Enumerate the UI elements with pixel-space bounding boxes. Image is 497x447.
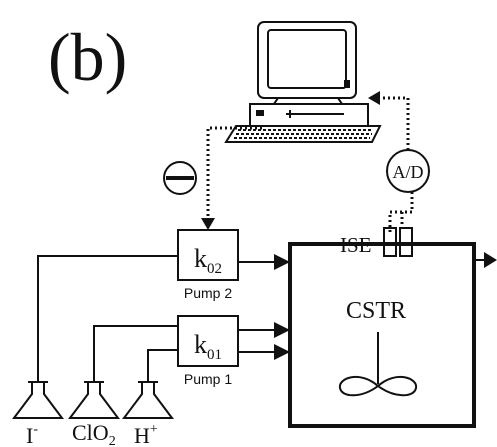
pump-1-rate-subscript: 01 [207, 347, 222, 363]
pump-2-label: Pump 2 [184, 285, 232, 301]
reservoir-iodide-charge: - [33, 422, 38, 437]
pump-1-rate: k [194, 330, 207, 359]
pump-2: k02 Pump 2 [177, 229, 239, 301]
computer-icon [224, 21, 382, 143]
flask-chlorine-dioxide-icon [68, 381, 120, 419]
ise-electrode [383, 227, 413, 257]
svg-text:k02: k02 [194, 244, 222, 277]
reservoir-acid-label: H [134, 423, 150, 447]
flask-iodide-icon [12, 381, 64, 419]
svg-text:k01: k01 [194, 330, 222, 363]
feed-lines [37, 254, 290, 382]
pump-1: k01 Pump 1 [177, 315, 239, 387]
pump-1-label: Pump 1 [184, 371, 232, 387]
reservoir-acid-charge: + [150, 422, 158, 437]
outflow-arrow [474, 252, 497, 268]
svg-text:H+: H+ [134, 422, 158, 447]
minus-circle-icon [163, 161, 197, 195]
ad-converter: A/D [386, 149, 430, 193]
reservoir-chlorine-dioxide-label: ClO [72, 420, 109, 445]
svg-text:ClO2: ClO2 [72, 420, 116, 447]
pump-2-rate: k [194, 244, 207, 273]
reservoir-chlorine-dioxide-subscript: 2 [109, 434, 116, 447]
cstr-label: CSTR [346, 298, 406, 324]
svg-text:I-: I- [26, 422, 38, 447]
flask-acid-icon [122, 381, 174, 419]
ise-label: ISE [340, 233, 372, 257]
stirrer-icon [338, 332, 418, 397]
signal-lines [201, 91, 414, 232]
cstr-reactor [288, 242, 476, 428]
reservoir-iodide-label: I [26, 423, 33, 447]
pump-2-rate-subscript: 02 [207, 261, 222, 277]
panel-label: (b) [48, 19, 127, 95]
ad-converter-label: A/D [393, 162, 424, 182]
